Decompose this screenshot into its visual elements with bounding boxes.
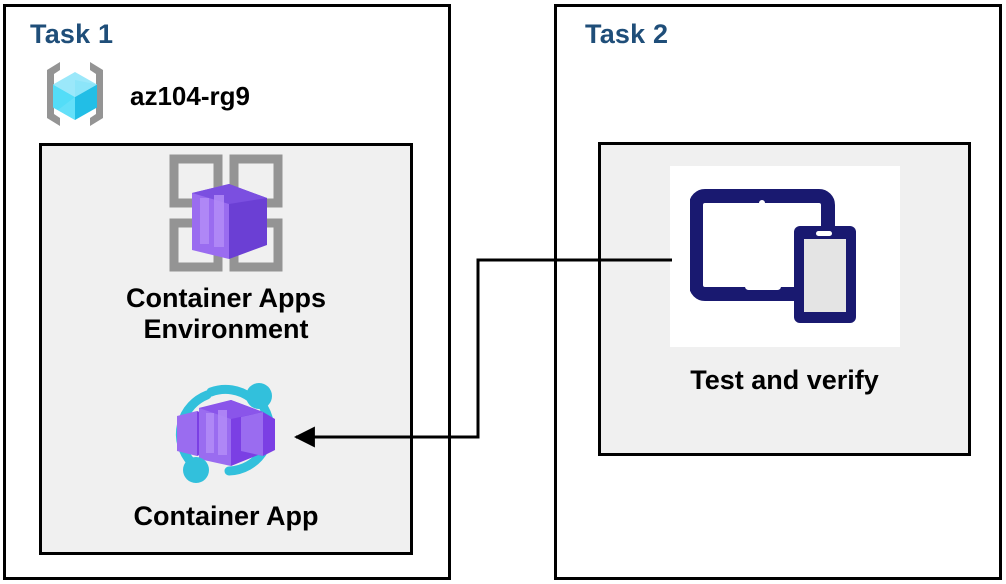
container-app-caption: Container App xyxy=(133,501,319,531)
container-apps-environment-icon xyxy=(167,152,285,279)
test-and-verify-caption: Test and verify xyxy=(690,365,879,395)
test-and-verify-tile xyxy=(669,166,900,347)
container-app-icon xyxy=(163,370,289,497)
resource-group-label: az104-rg9 xyxy=(130,81,250,111)
node-container-app: Container App xyxy=(39,370,413,532)
task-2-heading: Task 2 xyxy=(585,19,669,49)
container-apps-environment-caption: Container Apps Environment xyxy=(125,283,326,344)
task-1-heading: Task 1 xyxy=(30,19,114,49)
resource-group-row: az104-rg9 xyxy=(36,58,250,135)
devices-test-icon xyxy=(688,182,880,332)
node-test-and-verify: Test and verify xyxy=(598,166,971,396)
resource-group-icon xyxy=(36,58,114,135)
node-container-apps-environment: Container Apps Environment xyxy=(39,152,413,344)
